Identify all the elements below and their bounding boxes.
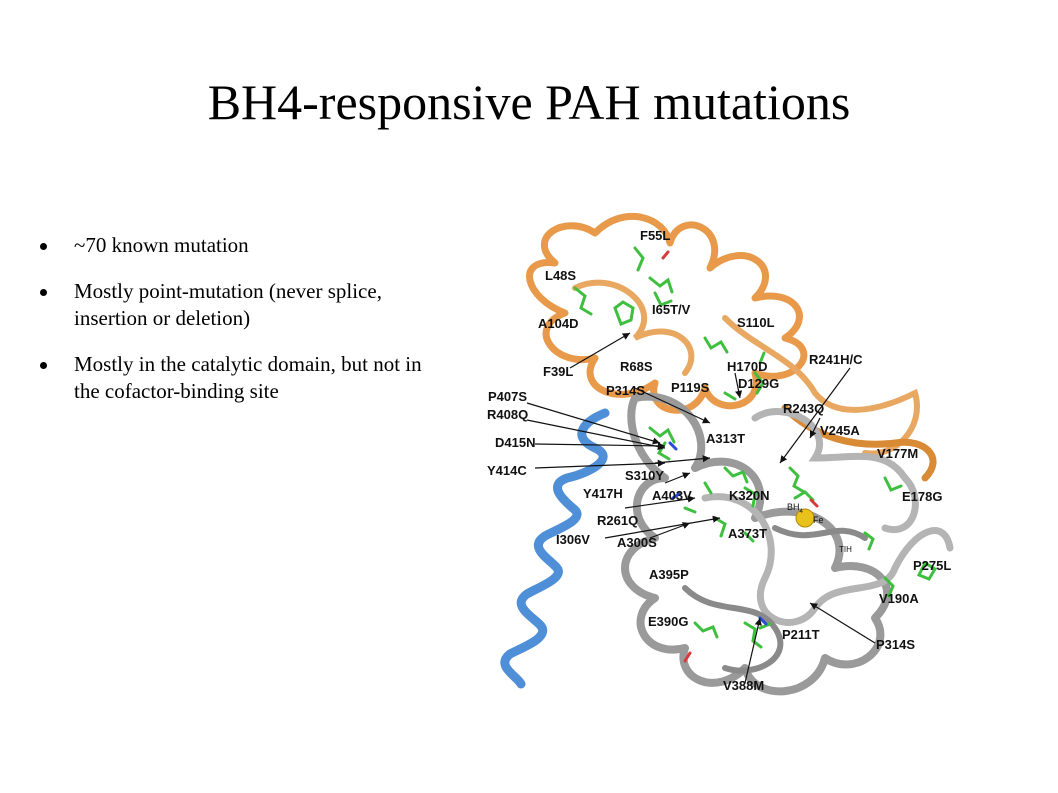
bullet-text: Mostly point-mutation (never splice, ins… xyxy=(74,279,382,330)
mutation-label: H170D xyxy=(727,359,767,374)
mutation-label: Y414C xyxy=(487,463,527,478)
mutation-label: V245A xyxy=(820,423,860,438)
mutation-label: K320N xyxy=(729,488,769,503)
bh4-label: BH4 xyxy=(787,502,804,515)
mutation-label: S310Y xyxy=(625,468,664,483)
mutation-label: E178G xyxy=(902,489,942,504)
mutation-label: R408Q xyxy=(487,407,528,422)
mutation-label: V177M xyxy=(877,446,918,461)
mutation-label: A403V xyxy=(652,488,692,503)
mutation-label: P211T xyxy=(782,627,820,642)
mutation-label: F39L xyxy=(543,364,573,379)
mutation-label: D415N xyxy=(495,435,535,450)
mutation-label: R261Q xyxy=(597,513,638,528)
thienylalanine-label: TIH xyxy=(839,545,852,554)
label-arrows xyxy=(526,332,876,684)
bullet-item: ~70 known mutation xyxy=(40,232,440,259)
mutation-label: P275L xyxy=(913,558,951,573)
bullet-item: Mostly in the catalytic domain, but not … xyxy=(40,351,440,405)
mutation-label: P407S xyxy=(488,389,527,404)
bullet-dot-icon xyxy=(40,243,47,250)
mutation-label: R68S xyxy=(620,359,653,374)
regulatory-domain-ribbon xyxy=(526,212,808,414)
mutation-label: F55L xyxy=(640,228,670,243)
mutation-label: A313T xyxy=(706,431,745,446)
mutation-label: I306V xyxy=(556,532,590,547)
mutation-label: R241H/C xyxy=(809,352,863,367)
mutation-labels: F55L L48S I65T/V A104D S110L F39L R68S H… xyxy=(487,228,951,693)
regulatory-domain-ribbon xyxy=(572,279,920,457)
slide-title: BH4-responsive PAH mutations xyxy=(207,74,851,130)
mutation-label: R243Q xyxy=(783,401,824,416)
catalytic-domain-ribbon xyxy=(682,525,868,674)
mutation-label: P314S xyxy=(876,637,915,652)
mutation-label: L48S xyxy=(545,268,576,283)
bullet-dot-icon xyxy=(40,362,47,369)
bullet-dot-icon xyxy=(40,289,47,296)
tetramerization-helix xyxy=(500,408,610,689)
mutation-label: A395P xyxy=(649,567,689,582)
mutation-label: V190A xyxy=(879,591,919,606)
iron-label: Fe xyxy=(813,515,824,525)
bullet-text: ~70 known mutation xyxy=(74,233,249,257)
mutation-label: S110L xyxy=(737,315,775,330)
mutation-label: D129G xyxy=(738,376,779,391)
mutation-label: I65T/V xyxy=(652,302,691,317)
protein-structure-image: F55L L48S I65T/V A104D S110L F39L R68S H… xyxy=(487,212,954,696)
mutation-label: V388M xyxy=(723,678,764,693)
cofactor-labels: BH4 Fe TIH xyxy=(787,502,852,554)
mutation-label: P119S xyxy=(671,380,710,395)
catalytic-domain-ribbon xyxy=(621,392,892,696)
mutation-label: A104D xyxy=(538,316,578,331)
bullet-list: ~70 known mutation Mostly point-mutation… xyxy=(40,232,440,424)
mutation-label: A373T xyxy=(728,526,767,541)
bullet-text: Mostly in the catalytic domain, but not … xyxy=(74,352,422,403)
bullet-item: Mostly point-mutation (never splice, ins… xyxy=(40,278,440,332)
mutation-label: E390G xyxy=(648,614,688,629)
protein-structure-figure: F55L L48S I65T/V A104D S110L F39L R68S H… xyxy=(455,198,955,713)
mutation-label: Y417H xyxy=(583,486,623,501)
mutation-label: A300S xyxy=(617,535,657,550)
mutated-residue-sidechains xyxy=(573,246,938,649)
iron-atom xyxy=(795,508,815,528)
mutation-label: P314S xyxy=(606,383,645,398)
